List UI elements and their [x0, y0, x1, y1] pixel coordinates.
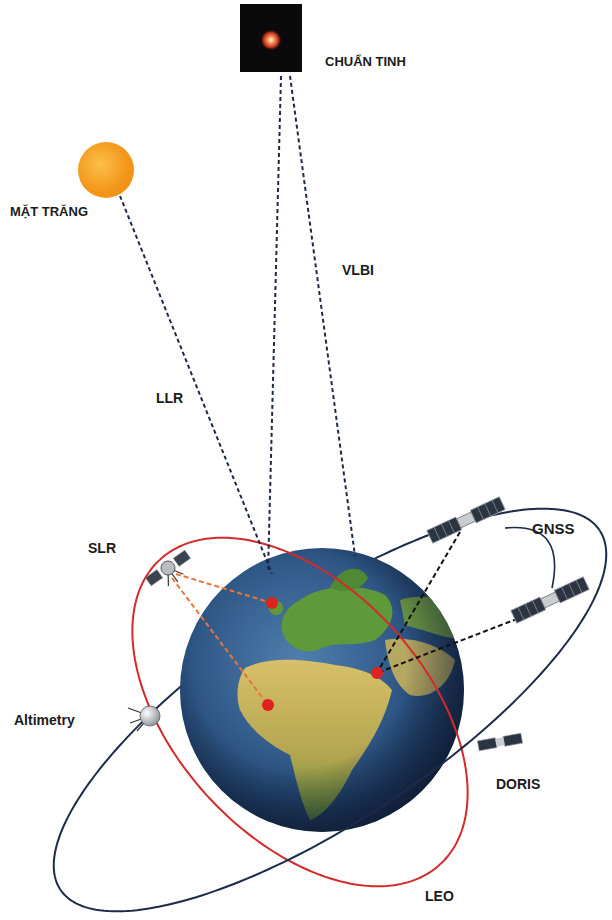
slr-satellite — [158, 558, 177, 577]
outer-orbit — [60, 530, 606, 911]
slr-beam — [172, 574, 272, 705]
station-dot — [371, 667, 383, 679]
vlbi-beam — [290, 76, 355, 556]
slr-beam — [172, 578, 268, 705]
slr-satellite — [173, 550, 190, 566]
doris-satellite — [477, 733, 522, 750]
station-dot — [262, 597, 383, 711]
doris-satellite — [477, 738, 496, 751]
gnss-satellite — [511, 577, 589, 623]
orbit-front — [60, 530, 606, 911]
gnss-satellite — [541, 592, 560, 608]
quasar-node: CHUẨN TINH — [240, 4, 410, 74]
altimetry-label: Altimetry — [14, 712, 75, 728]
leo-label: LEO — [425, 888, 454, 904]
gnss-label: GNSS — [532, 520, 575, 537]
gnss-beam — [377, 532, 460, 673]
node-label: CHUẨN TINH — [325, 54, 406, 69]
llr-beam — [120, 196, 272, 574]
gnss-satellite — [518, 580, 582, 620]
llr-label: LLR — [156, 390, 183, 406]
slr-label: SLR — [88, 540, 116, 556]
vlbi-beam — [268, 76, 281, 572]
node-label: MẶT TRĂNG — [10, 204, 88, 219]
altimetry-satellite — [128, 706, 160, 731]
earth-globe — [180, 548, 464, 832]
altimetry-satellite — [140, 706, 160, 726]
node-shape — [77, 141, 135, 199]
moon-disc — [78, 142, 134, 198]
node-shape — [240, 4, 302, 72]
gnss-satellite — [457, 512, 476, 528]
station-dot — [262, 699, 274, 711]
vlbi-label: VLBI — [342, 262, 374, 278]
vlbi-beam — [268, 76, 355, 572]
doris-satellite — [503, 733, 522, 746]
quasar-image — [240, 4, 302, 72]
slr-satellite — [145, 570, 162, 586]
gnss-beam — [377, 532, 540, 673]
slr-satellite — [144, 549, 197, 596]
slr-beam — [176, 574, 272, 603]
llr-beam — [120, 196, 272, 574]
earth-globe — [180, 548, 464, 832]
doris-label: DORIS — [496, 776, 540, 792]
station-dot — [266, 597, 278, 609]
gnss-satellite — [434, 500, 498, 540]
quasar-glow — [260, 29, 282, 51]
gnss-satellite — [427, 497, 505, 543]
doris-satellite — [495, 737, 504, 746]
leo-orbit — [160, 538, 468, 865]
moon-node: MẶT TRĂNG — [10, 140, 135, 224]
